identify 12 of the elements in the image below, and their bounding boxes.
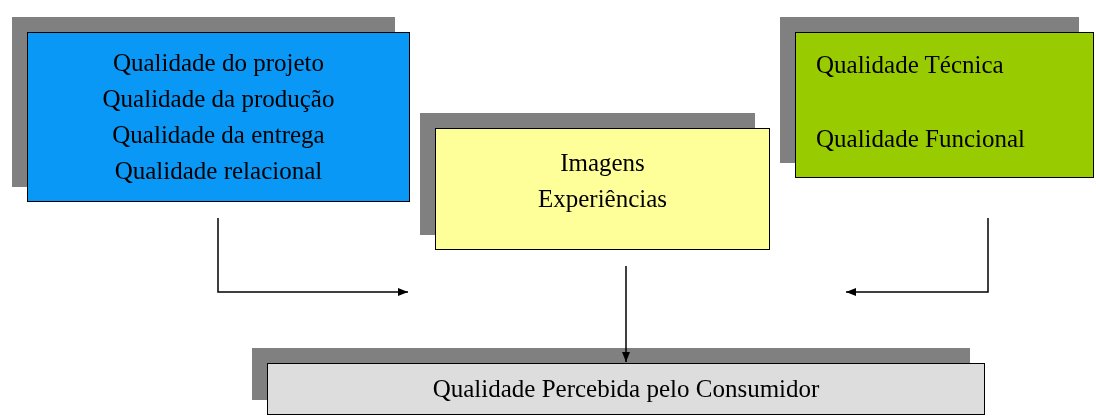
arrow xyxy=(622,265,630,363)
box-text: Qualidade do projeto Qualidade da produção Qualidade da entrega Qualidade relacional xyxy=(101,48,336,186)
arrow xyxy=(845,217,989,296)
text-box xyxy=(27,32,410,202)
arrow xyxy=(217,217,409,296)
text-box xyxy=(267,363,985,415)
text-box xyxy=(795,32,1094,178)
box-text: Qualidade Funcional xyxy=(816,124,1025,154)
text-box xyxy=(435,128,770,250)
box-text: Qualidade Técnica xyxy=(816,50,1004,80)
box-text: Qualidade Percebida pelo Consumidor xyxy=(432,374,820,404)
box-text: Imagens Experiências xyxy=(536,148,669,214)
